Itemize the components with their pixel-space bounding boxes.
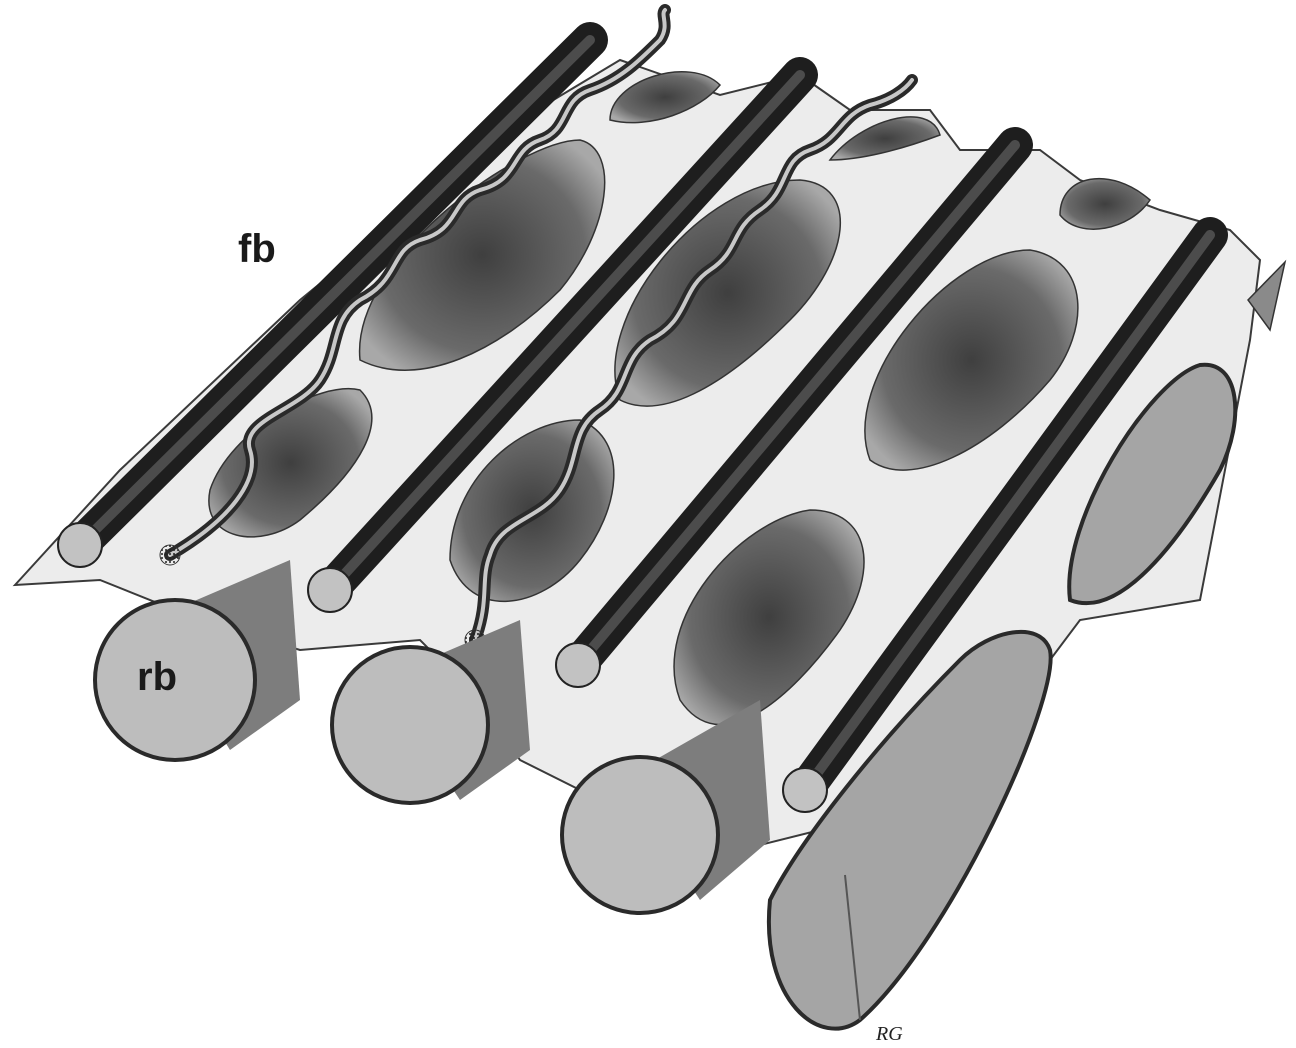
fiber-bundle-end <box>783 768 827 812</box>
artist-signature: RG <box>875 1023 903 1045</box>
label-fiber-bundle: fb <box>238 227 276 271</box>
rod-body-face <box>562 757 718 913</box>
fiber-bundle-end <box>58 523 102 567</box>
rod-body-face <box>332 647 488 803</box>
fiber-bundle-end <box>556 643 600 687</box>
label-rod-body: rb <box>137 655 177 699</box>
wavy-fiber-end <box>160 545 180 565</box>
fiber-bundle-end <box>308 568 352 612</box>
